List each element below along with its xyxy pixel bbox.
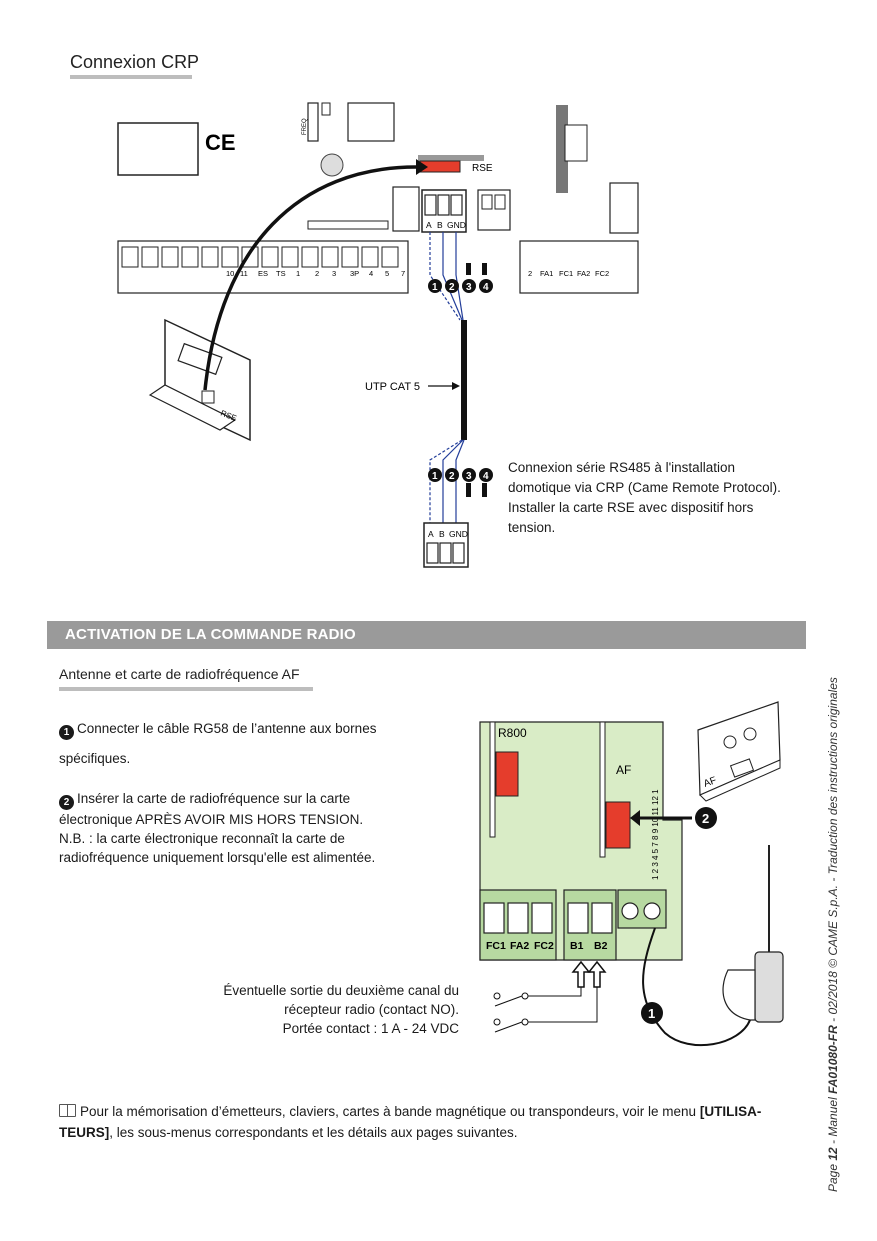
- section-header-radio: ACTIVATION DE LA COMMANDE RADIO: [47, 621, 806, 649]
- rse-connector-label: RSE: [472, 163, 493, 174]
- af-card-label: AF: [702, 775, 718, 790]
- svg-text:3: 3: [466, 471, 472, 482]
- svg-text:FC1: FC1: [486, 940, 506, 952]
- section-title: ACTIVATION DE LA COMMANDE RADIO: [65, 626, 356, 643]
- badge-2-icon: [695, 807, 717, 829]
- svg-text:A: A: [428, 529, 434, 539]
- svg-text:2: 2: [449, 471, 455, 482]
- strip-terminal: [381, 246, 399, 268]
- trimmer-dial: [320, 153, 344, 177]
- svg-text:FA2: FA2: [510, 940, 529, 952]
- af-slot-label: AF: [616, 763, 631, 777]
- strip-terminal: [281, 246, 299, 268]
- cable-label: UTP CAT 5: [365, 381, 420, 393]
- svg-text:2: 2: [449, 282, 455, 293]
- r800-label: R800: [498, 726, 527, 740]
- svg-text:B: B: [439, 529, 445, 539]
- heading-underline: [70, 75, 192, 79]
- strip-terminal: [361, 246, 379, 268]
- svg-text:4: 4: [483, 282, 489, 293]
- badge-1-icon: [641, 1002, 663, 1024]
- antenna-icon: [754, 951, 784, 1023]
- svg-text:B1: B1: [570, 940, 584, 952]
- page-number: 12: [826, 1147, 840, 1161]
- svg-text:1: 1: [432, 282, 438, 293]
- section-heading-crp: Connexion CRP: [70, 52, 200, 72]
- svg-text:2: 2: [702, 811, 709, 826]
- crp-caption: Connexion série RS485 à l'installation d…: [508, 460, 781, 535]
- step-1-cont: spécifiques.: [59, 751, 131, 766]
- step-2-number-icon: 2: [59, 795, 74, 810]
- svg-text:A: A: [426, 220, 432, 230]
- subheading-antenna: Antenne et carte de radiofréquence AF: [59, 666, 300, 682]
- step-1-number-icon: 1: [59, 725, 74, 740]
- ce-mark: CE: [205, 130, 236, 155]
- svg-text:GND: GND: [447, 220, 466, 230]
- radio-card-diagram: R800 AF 1 2 3 4 5 7 8 9 10 11 12 1 FC1 F…: [479, 701, 784, 1047]
- b2-arrow-icon: [587, 960, 607, 988]
- strip-terminal: [241, 246, 259, 268]
- page-footer: Page 12 - Manuel FA01080-FR - 02/2018 © …: [826, 677, 840, 1192]
- insert-arrow: [203, 165, 417, 391]
- svg-text:1: 1: [432, 471, 438, 482]
- svg-text:FC2: FC2: [534, 940, 554, 952]
- utp-cable: [461, 320, 467, 440]
- svg-text:GND: GND: [449, 529, 468, 539]
- svg-text:B2: B2: [594, 940, 608, 952]
- output-description: Éventuelle sortie du deuxième canal du r…: [223, 983, 459, 1036]
- freq-jumper: [307, 102, 319, 142]
- strip-terminal: [201, 246, 219, 268]
- svg-text:B: B: [437, 220, 443, 230]
- subheading-underline: [59, 687, 313, 691]
- manual-code: FA01080-FR: [826, 1025, 840, 1094]
- strip-terminal: [301, 246, 319, 268]
- af-connector: [605, 801, 631, 849]
- strip-terminal: [261, 246, 279, 268]
- terminal-strip-right: [519, 240, 639, 294]
- strip-terminal: [321, 246, 339, 268]
- strip-terminal: [221, 246, 239, 268]
- freq-label: FREQ: [302, 118, 308, 135]
- book-icon: [59, 1104, 76, 1117]
- board-component: [117, 122, 199, 176]
- wire-number-badges-bottom: 1 2 3 4: [428, 468, 493, 482]
- strip-terminal: [341, 246, 359, 268]
- menu-reference: [UTILISA-TEURS]: [59, 1104, 762, 1140]
- board-side-numbers: 1 2 3 4 5 7 8 9 10 11 12 1: [651, 789, 660, 880]
- b1-arrow-icon: [571, 960, 591, 988]
- wire-number-badges-top: 1 2 3 4: [428, 279, 493, 293]
- svg-text:4: 4: [483, 471, 489, 482]
- strip-terminal: [141, 246, 159, 268]
- strip-terminal: [121, 246, 139, 268]
- coax-cable: [642, 927, 751, 1047]
- strip-terminal: [161, 246, 179, 268]
- svg-text:3: 3: [466, 282, 472, 293]
- memorisation-note: Pour la mémorisation d’émetteurs, clavie…: [59, 1104, 762, 1140]
- svg-text:1: 1: [648, 1006, 655, 1021]
- strip-terminal: [181, 246, 199, 268]
- r800-connector: [495, 751, 519, 797]
